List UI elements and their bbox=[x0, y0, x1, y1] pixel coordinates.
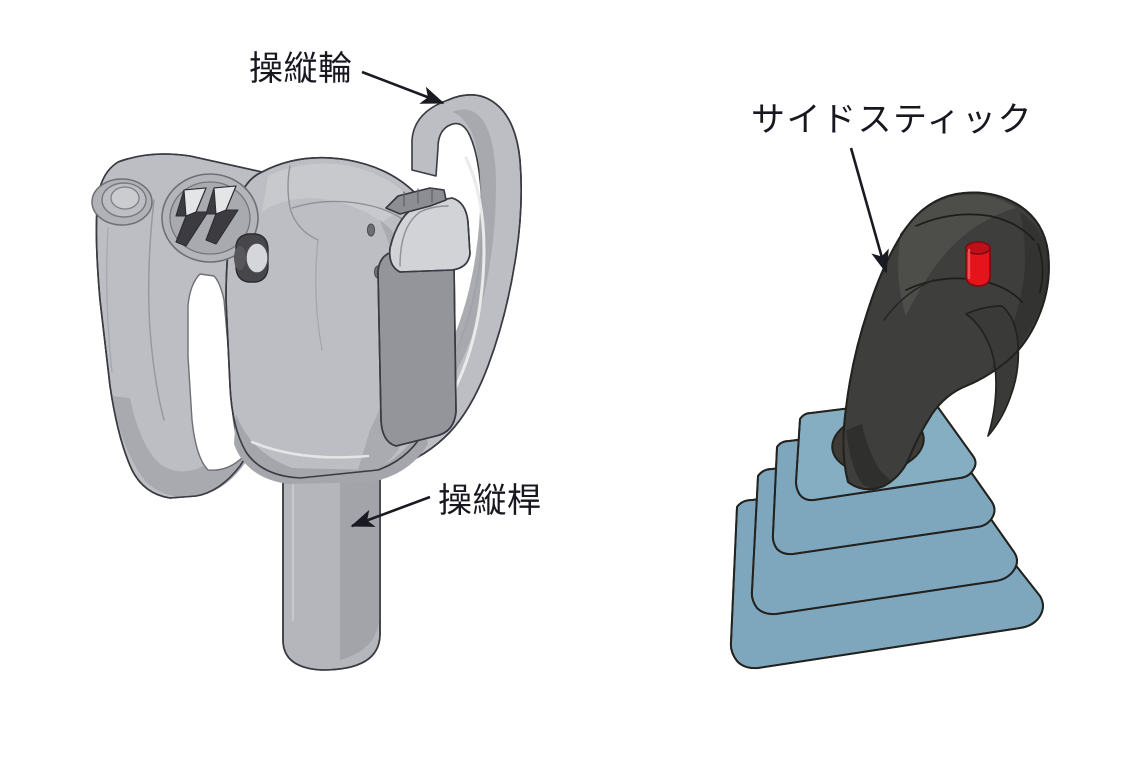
trim-switch[interactable] bbox=[161, 173, 259, 263]
label-control-column: 操縦桿 bbox=[438, 482, 542, 520]
sidestick-assembly bbox=[729, 191, 1050, 670]
control-yoke-assembly bbox=[91, 94, 523, 671]
hub-screw-upper bbox=[366, 223, 376, 237]
round-button[interactable] bbox=[91, 178, 153, 226]
stick-grip[interactable] bbox=[842, 191, 1050, 491]
checklist-panel[interactable] bbox=[377, 187, 471, 447]
label-sidestick: サイドスティック bbox=[751, 101, 1033, 139]
small-knob[interactable] bbox=[234, 233, 269, 283]
thumb-rest[interactable] bbox=[965, 305, 1020, 437]
annotation-leaders bbox=[350, 70, 889, 528]
sidestick-leader-line bbox=[849, 147, 889, 274]
yoke-cutout bbox=[187, 273, 245, 471]
red-button[interactable] bbox=[965, 241, 991, 287]
label-control-wheel: 操縦輪 bbox=[249, 50, 353, 88]
column-leader-line bbox=[350, 495, 431, 528]
yoke-leader-line bbox=[361, 70, 445, 105]
